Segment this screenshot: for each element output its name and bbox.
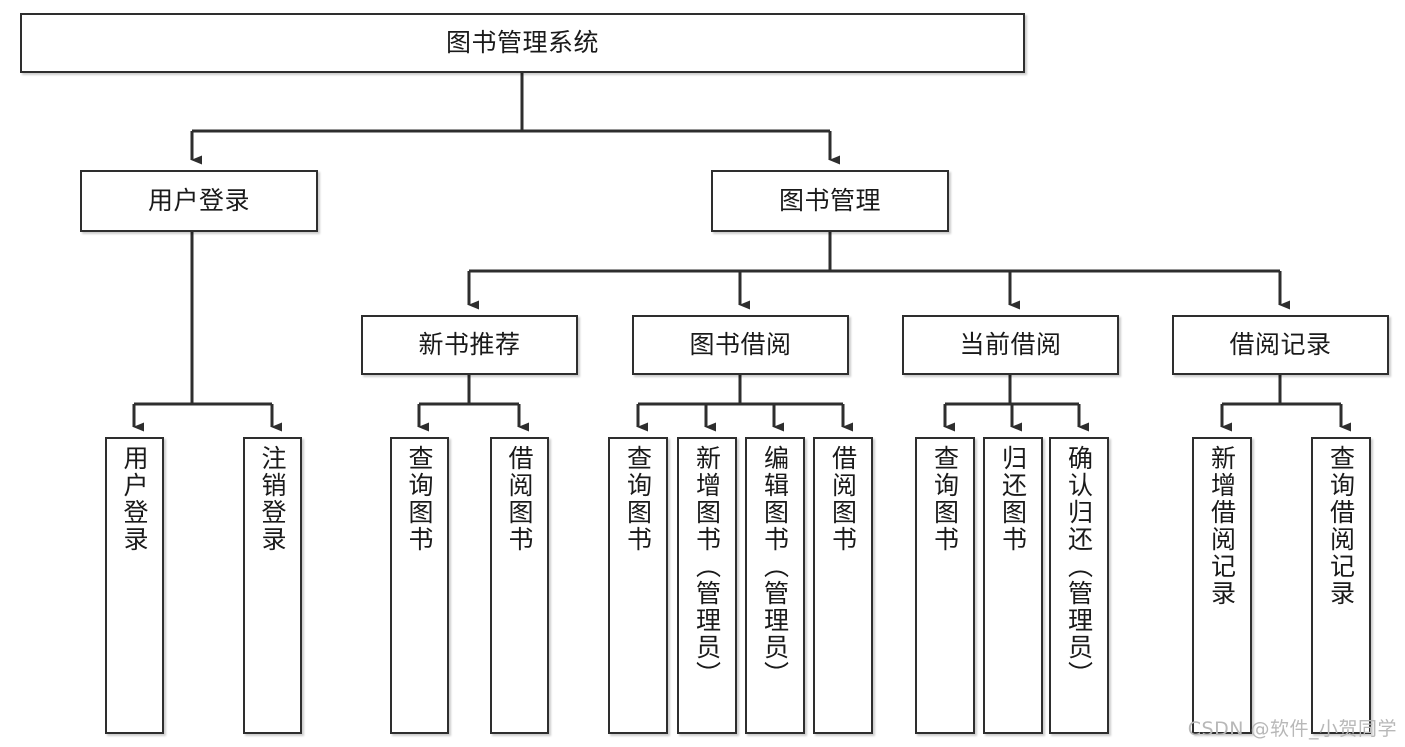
node-leaf-query-book-1-label: 查询图书 — [405, 445, 434, 553]
node-leaf-edit-book-label: 编辑图书（管理员） — [760, 445, 790, 688]
node-leaf-confirm-return[interactable]: 确认归还（管理员） — [1049, 437, 1109, 734]
node-leaf-add-book[interactable]: 新增图书（管理员） — [677, 437, 737, 734]
node-borrow-record-label: 借阅记录 — [1229, 330, 1332, 359]
node-book-borrow-label: 图书借阅 — [689, 330, 792, 359]
node-leaf-logout-label: 注销登录 — [258, 445, 287, 553]
node-leaf-logout[interactable]: 注销登录 — [243, 437, 302, 734]
node-leaf-query-book-2[interactable]: 查询图书 — [608, 437, 668, 734]
node-user-login-label: 用户登录 — [147, 186, 250, 215]
node-borrow-record[interactable]: 借阅记录 — [1172, 315, 1389, 375]
node-book-management[interactable]: 图书管理 — [711, 170, 949, 232]
watermark-text: CSDN @软件_小贺同学 — [1187, 718, 1397, 740]
node-leaf-user-login-label: 用户登录 — [120, 445, 149, 553]
node-leaf-return-book[interactable]: 归还图书 — [983, 437, 1043, 734]
node-leaf-query-book-2-label: 查询图书 — [623, 445, 653, 553]
node-leaf-return-book-label: 归还图书 — [998, 445, 1028, 553]
node-leaf-borrow-book-1[interactable]: 借阅图书 — [490, 437, 549, 734]
node-book-management-label: 图书管理 — [778, 186, 881, 215]
node-leaf-user-login[interactable]: 用户登录 — [105, 437, 164, 734]
node-leaf-edit-book[interactable]: 编辑图书（管理员） — [745, 437, 805, 734]
node-leaf-borrow-book-1-label: 借阅图书 — [505, 445, 534, 553]
node-leaf-query-book-3[interactable]: 查询图书 — [915, 437, 975, 734]
node-leaf-borrow-book-2[interactable]: 借阅图书 — [813, 437, 873, 734]
node-new-book-recommend-label: 新书推荐 — [418, 330, 521, 359]
node-current-borrow-label: 当前借阅 — [959, 330, 1062, 359]
node-leaf-query-record-label: 查询借阅记录 — [1326, 445, 1356, 607]
node-leaf-query-book-1[interactable]: 查询图书 — [390, 437, 449, 734]
node-leaf-add-record-label: 新增借阅记录 — [1207, 445, 1237, 607]
node-leaf-add-record[interactable]: 新增借阅记录 — [1192, 437, 1252, 734]
node-user-login[interactable]: 用户登录 — [80, 170, 318, 232]
node-current-borrow[interactable]: 当前借阅 — [902, 315, 1119, 375]
node-leaf-confirm-return-label: 确认归还（管理员） — [1064, 445, 1094, 688]
node-book-borrow[interactable]: 图书借阅 — [632, 315, 849, 375]
node-root[interactable]: 图书管理系统 — [20, 13, 1025, 73]
node-leaf-query-record[interactable]: 查询借阅记录 — [1311, 437, 1371, 734]
node-leaf-query-book-3-label: 查询图书 — [930, 445, 960, 553]
node-root-label: 图书管理系统 — [445, 28, 599, 57]
node-new-book-recommend[interactable]: 新书推荐 — [361, 315, 578, 375]
node-leaf-borrow-book-2-label: 借阅图书 — [828, 445, 858, 553]
node-leaf-add-book-label: 新增图书（管理员） — [692, 445, 722, 688]
